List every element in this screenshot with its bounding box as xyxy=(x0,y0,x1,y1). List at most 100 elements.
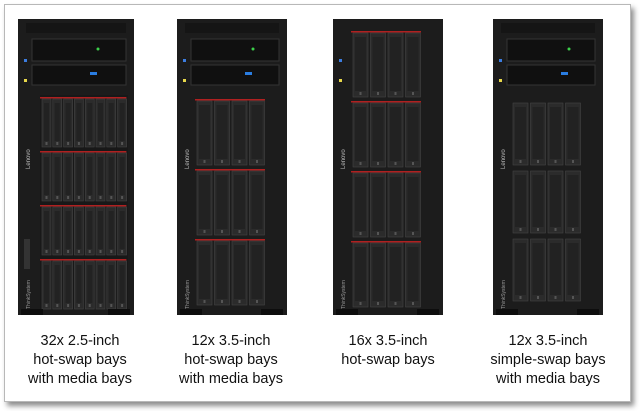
caption-2-line-1: 12x 3.5-inch xyxy=(191,333,271,349)
caption-1: 32x 2.5-inch hot-swap bays with media ba… xyxy=(5,332,155,389)
drive-bay-latch xyxy=(412,162,414,165)
drive-bay-latch xyxy=(256,160,258,163)
drive-bay-vent xyxy=(98,265,103,303)
drive-bay-latch xyxy=(377,162,379,165)
drive-bay-vent xyxy=(199,245,210,299)
drive-bay-vent xyxy=(76,211,82,249)
drive-bay-vent xyxy=(251,245,263,299)
drive-bay-latch xyxy=(554,228,557,231)
drive-bay-latch xyxy=(88,250,91,253)
drive-bay-vent xyxy=(87,211,93,249)
drive-bay-vent xyxy=(119,265,125,303)
drive-bay-latch xyxy=(121,142,124,145)
caption-1-line-3: with media bays xyxy=(28,371,132,387)
drive-bay-vent xyxy=(119,211,125,249)
drive-bay-vent xyxy=(407,37,419,91)
drive-bay-latch xyxy=(56,142,59,145)
caption-4-line-1: 12x 3.5-inch xyxy=(508,333,588,349)
drive-bay-vent xyxy=(98,211,103,249)
drive-bay-vent xyxy=(87,103,93,141)
drive-bay-latch xyxy=(67,304,70,307)
drive-bay-vent xyxy=(390,107,401,161)
drive-bay-vent xyxy=(372,177,384,231)
drive-bay-vent xyxy=(216,105,228,159)
cage-accent xyxy=(351,101,421,103)
cage-accent xyxy=(40,205,127,207)
drive-bay-vent xyxy=(119,103,125,141)
drive-bay-latch xyxy=(45,304,48,307)
drive-bay-vent xyxy=(108,103,114,141)
drive-bay-latch xyxy=(121,250,124,253)
drive-bay-vent xyxy=(355,177,366,231)
vendor-label: Lenovo xyxy=(26,149,32,169)
drive-bay-latch xyxy=(572,296,574,299)
drive-bay-latch xyxy=(221,160,223,163)
drive-bay-vent xyxy=(407,107,419,161)
drive-bay-latch xyxy=(88,142,91,145)
drive-bay-latch xyxy=(412,302,414,305)
drive-bay-vent xyxy=(76,103,82,141)
drive-bay-vent xyxy=(234,105,245,159)
caption-2: 12x 3.5-inch hot-swap bays with media ba… xyxy=(156,332,306,389)
drive-bay-vent xyxy=(567,175,579,227)
drive-bay-vent xyxy=(390,37,401,91)
drive-bay-latch xyxy=(67,142,70,145)
drive-bay-latch xyxy=(88,196,91,199)
drive-bay-latch xyxy=(99,304,102,307)
drive-bay-vent xyxy=(372,37,384,91)
drive-bay-vent xyxy=(108,211,114,249)
drive-bay-latch xyxy=(77,250,80,253)
caption-4-line-3: with media bays xyxy=(496,371,600,387)
drive-bay-vent xyxy=(44,211,49,249)
drive-bay-latch xyxy=(256,230,258,233)
drive-bay-vent xyxy=(407,247,419,301)
brand-label: ThinkSystem xyxy=(185,280,191,309)
drive-bay-vent xyxy=(65,103,71,141)
drive-bay-latch xyxy=(412,232,414,235)
drive-bay-latch xyxy=(110,250,113,253)
brand-label: ThinkSystem xyxy=(341,280,347,309)
drive-bay-vent xyxy=(199,175,210,229)
drive-bay-latch xyxy=(110,142,113,145)
drive-bay-latch xyxy=(45,142,48,145)
vendor-label: Lenovo xyxy=(185,149,191,169)
drive-bay-latch xyxy=(221,300,223,303)
drive-bay-vent xyxy=(550,175,561,227)
drive-bay-vent xyxy=(44,265,49,303)
drive-bay-vent xyxy=(234,245,245,299)
caption-4-line-2: simple-swap bays xyxy=(490,352,606,368)
drive-bay-latch xyxy=(45,196,48,199)
drive-bay-vent xyxy=(515,243,526,295)
drive-bay-vent xyxy=(515,107,526,159)
caption-1-line-2: hot-swap bays xyxy=(33,352,127,368)
drive-bay-latch xyxy=(56,304,59,307)
drive-bay-latch xyxy=(110,196,113,199)
drive-bay-vent xyxy=(199,105,210,159)
drive-bay-vent xyxy=(87,265,93,303)
drive-bay-latch xyxy=(203,230,206,233)
drive-bay-latch xyxy=(67,250,70,253)
cage-accent xyxy=(40,259,127,261)
drive-bay-latch xyxy=(359,92,362,95)
caption-3-line-2: hot-swap bays xyxy=(341,352,435,368)
caption-4: 12x 3.5-inch simple-swap bays with media… xyxy=(473,332,623,389)
drive-bay-vent xyxy=(76,265,82,303)
drive-bay-latch xyxy=(394,92,397,95)
drive-bay-vent xyxy=(54,157,60,195)
drive-bay-latch xyxy=(88,304,91,307)
drive-bay-vent xyxy=(119,157,125,195)
drive-bay-vent xyxy=(216,245,228,299)
drive-bay-latch xyxy=(67,196,70,199)
cage-accent xyxy=(351,171,421,173)
drive-bay-latch xyxy=(203,300,206,303)
drive-bay-latch xyxy=(537,296,539,299)
drive-bay-latch xyxy=(110,304,113,307)
drive-bay-vent xyxy=(407,177,419,231)
brand-label: ThinkSystem xyxy=(501,280,507,309)
drive-bay-vent xyxy=(372,247,384,301)
drive-bay-latch xyxy=(394,302,397,305)
drive-bay-latch xyxy=(537,228,539,231)
drive-bay-vent xyxy=(372,107,384,161)
